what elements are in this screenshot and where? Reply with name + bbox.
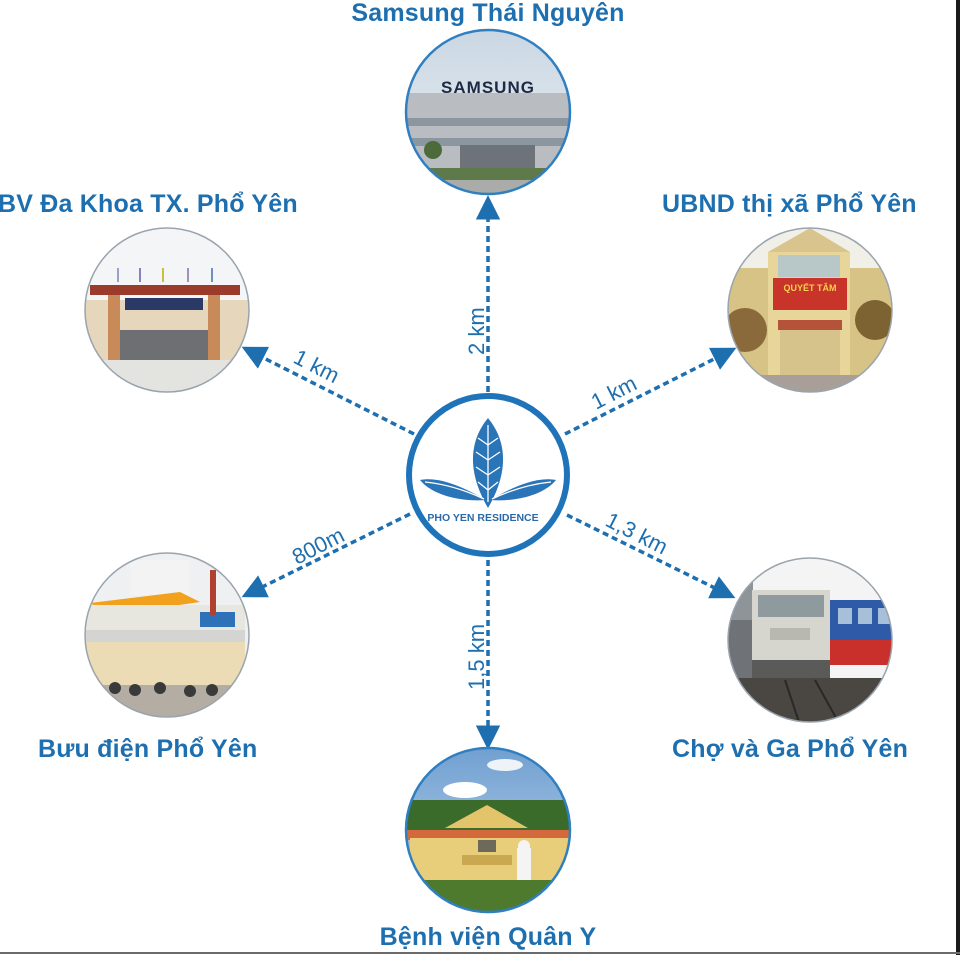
title-ubnd: UBND thị xã Phổ Yên [662, 190, 917, 218]
photo-benh-vien-quan-y [406, 748, 570, 912]
photo-ubnd: QUYẾT TÂM [728, 228, 892, 392]
frame-border-right [956, 0, 960, 955]
distance-bv: 1 km [290, 344, 344, 388]
distance-quany: 1,5 km [464, 624, 489, 690]
photo-samsung: SAMSUNG [406, 30, 570, 194]
distance-buudien: 800m [288, 522, 348, 569]
photo-cho-ga [728, 558, 892, 722]
arrow-bv [241, 346, 415, 436]
arrow-buudien [241, 512, 411, 598]
title-benh-vien-quan-y: Bệnh viện Quân Y [379, 923, 597, 951]
samsung-sign: SAMSUNG [441, 78, 535, 97]
arrows [241, 195, 737, 750]
photo-buu-dien [85, 553, 249, 717]
arrow-choga [566, 513, 736, 599]
arrow-ubnd [564, 347, 737, 436]
ubnd-banner: QUYẾT TÂM [784, 282, 837, 293]
title-bv-da-khoa: BV Đa Khoa TX. Phổ Yên [0, 190, 298, 218]
photo-bv-da-khoa [85, 228, 249, 392]
title-buu-dien: Bưu điện Phổ Yên [38, 735, 258, 763]
center-logo: PHO YEN RESIDENCE [406, 393, 570, 557]
distance-samsung: 2 km [464, 307, 489, 355]
logo-text: PHO YEN RESIDENCE [427, 512, 538, 524]
distance-choga: 1,3 km [602, 507, 672, 559]
title-cho-ga: Chợ và Ga Phổ Yên [672, 735, 909, 763]
title-samsung: Samsung Thái Nguyên [351, 0, 625, 27]
frame-border-bottom [0, 952, 960, 954]
